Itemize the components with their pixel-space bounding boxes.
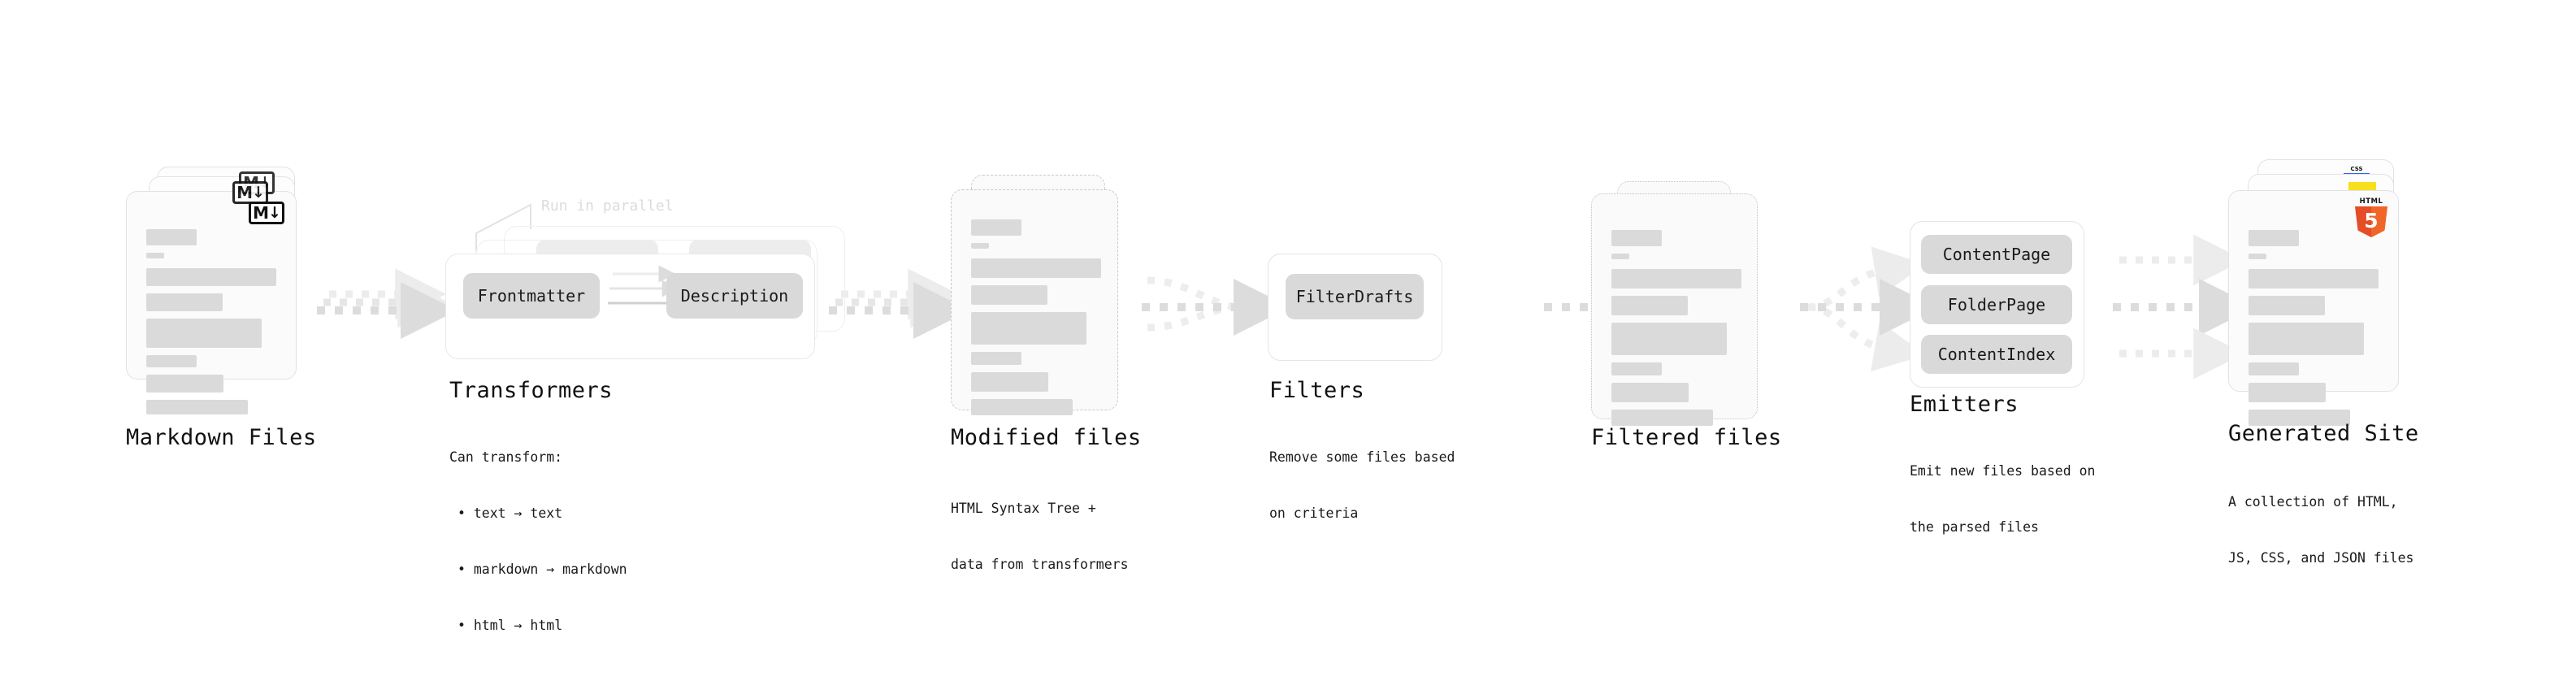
transformers-sub-line-0: Can transform:	[449, 449, 563, 465]
skeleton-line	[1611, 254, 1629, 259]
emitters-subtitle: Emit new files based on the parsed files	[1910, 424, 2095, 574]
emitter-chip-folderpage[interactable]: FolderPage	[1921, 285, 2072, 324]
skeleton-line	[1611, 230, 1662, 246]
html5-icon-number: 5	[2364, 209, 2379, 232]
skeleton-line	[146, 375, 223, 393]
html5-icon: HTML 5	[2354, 197, 2388, 238]
emitters-sub-line-0: Emit new files based on	[1910, 463, 2096, 479]
filter-chip-filterdrafts[interactable]: FilterDrafts	[1286, 274, 1424, 319]
skeleton-line	[2249, 410, 2350, 426]
skeleton-line	[146, 293, 223, 311]
filtered-skeleton	[1611, 230, 1741, 433]
skeleton-line	[971, 352, 1021, 365]
transformers-title: Transformers	[449, 378, 614, 403]
skeleton-line	[1611, 296, 1688, 315]
skeleton-line	[2249, 383, 2326, 402]
site-card-front-html: HTML 5	[2228, 190, 2399, 426]
markdown-icon-arrow: ↓	[267, 203, 281, 222]
skeleton-line	[2249, 230, 2299, 246]
modified-sub-line-1: data from transformers	[951, 557, 1129, 572]
generated-site-title: Generated Site	[2228, 421, 2419, 446]
markdown-icon-letter: M	[253, 203, 269, 223]
skeleton-line	[971, 243, 989, 249]
connector-emitters-to-site	[2113, 234, 2256, 380]
emitters-sub-line-1: the parsed files	[1910, 519, 2039, 535]
filters-sub-line-0: Remove some files based	[1269, 449, 1455, 465]
modified-files-title: Modified files	[951, 425, 1142, 450]
markdown-icon-ghost-mid: M↓	[232, 181, 268, 204]
emitter-chip-contentpage[interactable]: ContentPage	[1921, 235, 2072, 274]
skeleton-line	[2249, 269, 2379, 288]
modified-skeleton	[971, 219, 1101, 423]
filtered-files-title: Filtered files	[1591, 425, 1782, 450]
site-sub-line-1: JS, CSS, and JSON files	[2228, 550, 2414, 566]
modified-sub-line-0: HTML Syntax Tree +	[951, 501, 1096, 516]
markdown-card-front: M↓	[126, 191, 297, 414]
skeleton-line	[971, 285, 1047, 305]
connector-modified-to-filters	[1142, 276, 1290, 336]
transformer-inner-arrows	[608, 265, 684, 312]
transformers-group: Run in parallel Frontmatter Description	[445, 195, 860, 370]
markdown-files-title: Markdown Files	[126, 425, 317, 450]
skeleton-line	[146, 268, 276, 286]
skeleton-line	[146, 400, 248, 414]
css3-icon-label: CSS	[2350, 166, 2363, 172]
modified-files-subtitle: HTML Syntax Tree + data from transformer…	[951, 462, 1129, 611]
skeleton-line	[971, 219, 1021, 236]
site-skeleton	[2249, 230, 2380, 433]
skeleton-line	[2249, 362, 2299, 375]
markdown-skeleton	[146, 229, 278, 422]
emitter-chip-contentindex[interactable]: ContentIndex	[1921, 335, 2072, 374]
skeleton-line	[971, 372, 1048, 392]
emitters-title: Emitters	[1910, 392, 2019, 417]
transformer-chip-description[interactable]: Description	[666, 273, 803, 319]
skeleton-line	[2249, 254, 2266, 259]
html5-icon-label: HTML	[2359, 197, 2383, 206]
skeleton-line	[146, 319, 262, 348]
skeleton-line	[1611, 323, 1727, 355]
filters-sub-line-1: on criteria	[1269, 505, 1359, 521]
connector-md-to-transformers	[317, 268, 458, 339]
transformer-chip-frontmatter[interactable]: Frontmatter	[463, 273, 600, 319]
markdown-icon: M↓	[249, 202, 284, 224]
transformers-sub-line-2: • markdown → markdown	[458, 562, 627, 577]
skeleton-line	[1611, 410, 1713, 426]
site-sub-line-0: A collection of HTML,	[2228, 494, 2398, 510]
skeleton-line	[146, 355, 197, 367]
skeleton-line	[1611, 383, 1689, 402]
skeleton-line	[971, 312, 1086, 345]
skeleton-line	[2249, 323, 2364, 355]
skeleton-line	[1611, 362, 1662, 375]
generated-site-subtitle: A collection of HTML, JS, CSS, and JSON …	[2228, 455, 2413, 605]
modified-card-front	[951, 189, 1118, 415]
transformers-sub-line-3: • html → html	[458, 618, 563, 633]
transformers-sub-line-1: • text → text	[458, 505, 563, 521]
run-in-parallel-bracket	[475, 203, 531, 252]
skeleton-line	[971, 258, 1101, 278]
filters-title: Filters	[1269, 378, 1365, 403]
skeleton-line	[971, 399, 1073, 415]
skeleton-line	[146, 229, 197, 245]
connector-filtered-to-emitters	[1800, 246, 1936, 372]
filters-subtitle: Remove some files based on criteria	[1269, 410, 1455, 560]
skeleton-line	[2249, 296, 2325, 315]
skeleton-line	[146, 253, 164, 258]
run-in-parallel-label: Run in parallel	[541, 197, 674, 215]
html5-icon-shield-inner	[2371, 206, 2387, 237]
transformers-subtitle: Can transform: • text → text • markdown …	[449, 410, 627, 672]
filtered-card-front	[1591, 193, 1758, 426]
skeleton-line	[1611, 269, 1741, 288]
